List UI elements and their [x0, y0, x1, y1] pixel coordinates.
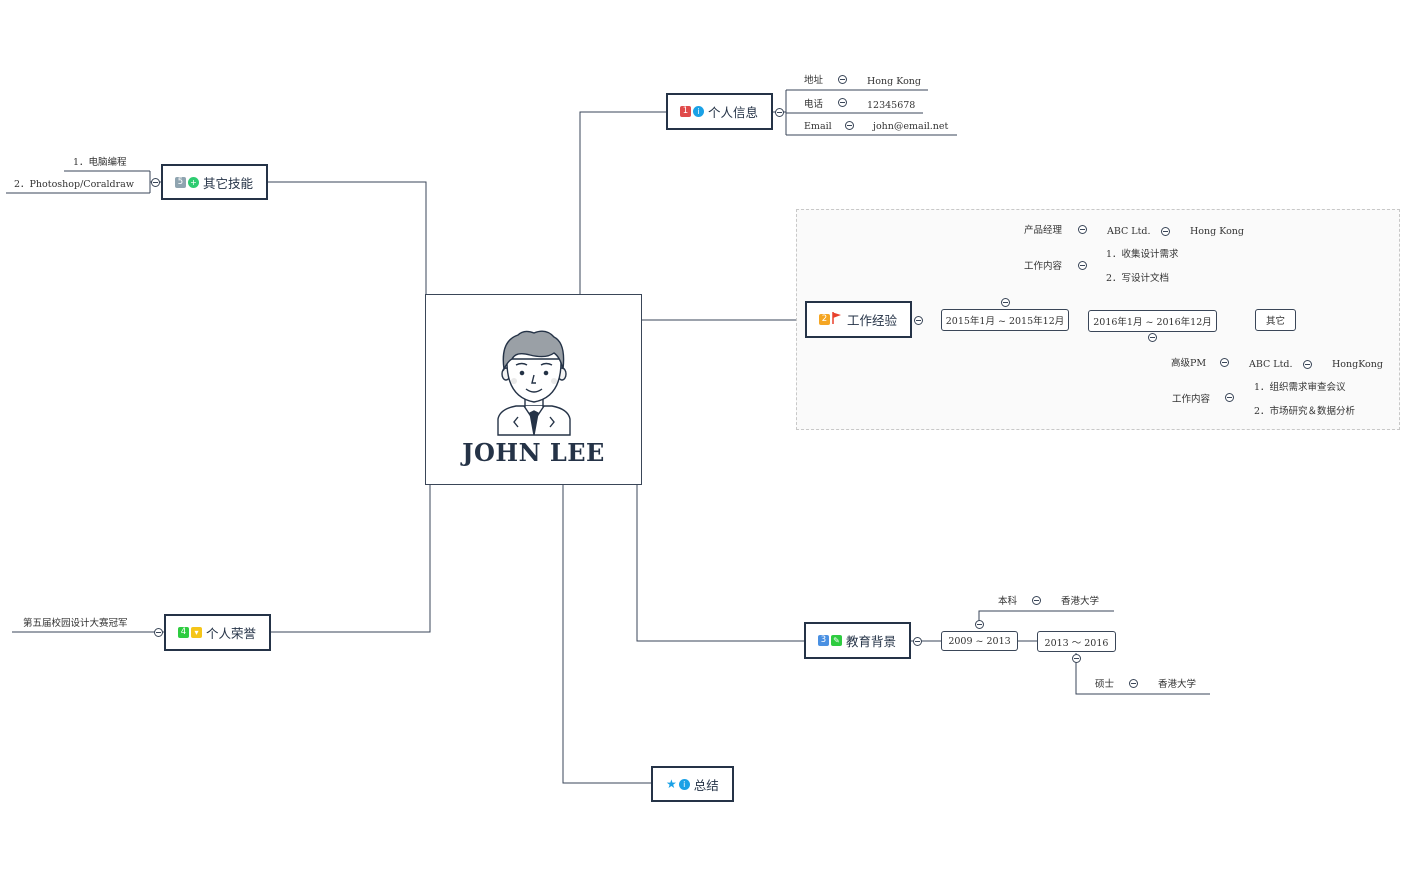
topic-personal-info[interactable]: 1 i 个人信息 — [666, 93, 773, 130]
topic-education-label: 教育背景 — [846, 634, 897, 649]
trophy-icon: ▾ — [191, 627, 202, 638]
degree1-label: 本科 — [998, 596, 1018, 607]
collapse-education[interactable] — [913, 637, 922, 646]
collapse-job1-company[interactable] — [1161, 227, 1170, 236]
topic-work-experience-label: 工作经验 — [847, 313, 898, 328]
collapse-job1-role[interactable] — [1078, 225, 1087, 234]
topic-personal-info-label: 个人信息 — [708, 105, 759, 120]
topic-honors[interactable]: 4 ▾ 个人荣誉 — [164, 614, 271, 651]
topic-summary-label: 总结 — [693, 777, 719, 793]
info-icon: i — [678, 778, 690, 790]
personal-info-email-label: Email — [804, 121, 832, 132]
work-period-2[interactable]: 2016年1月 ~ 2016年12月 — [1088, 310, 1217, 332]
degree2-label: 硕士 — [1095, 679, 1115, 690]
job2-company: ABC Ltd. — [1249, 359, 1293, 370]
personal-info-phone-label: 电话 — [804, 99, 824, 110]
topic-work-experience[interactable]: 2 工作经验 — [805, 301, 912, 338]
topic-other-skills-label: 其它技能 — [203, 175, 254, 191]
job1-item-1: 1．收集设计需求 — [1106, 249, 1179, 260]
collapse-personal-info[interactable] — [775, 108, 784, 117]
priority-2-badge: 2 — [819, 314, 830, 325]
personal-info-address-value: Hong Kong — [867, 76, 921, 87]
collapse-work-period-1[interactable] — [1001, 298, 1010, 307]
collapse-honors[interactable] — [154, 628, 163, 637]
collapse-address[interactable] — [838, 75, 847, 84]
work-other[interactable]: 其它 — [1255, 309, 1296, 331]
collapse-job2-company[interactable] — [1303, 360, 1312, 369]
personal-info-email-value: john@email.net — [873, 121, 949, 132]
collapse-work-experience[interactable] — [914, 316, 923, 325]
degree1-school: 香港大学 — [1061, 596, 1100, 607]
education-period-2[interactable]: 2013 ～ 2016 — [1037, 631, 1116, 652]
collapse-education-period-1[interactable] — [975, 620, 984, 629]
job2-role: 高级PM — [1171, 358, 1207, 369]
job2-location: HongKong — [1332, 359, 1383, 370]
priority-4-badge: 4 — [178, 627, 189, 638]
central-name: JOHN LEE — [462, 438, 605, 467]
plus-icon: + — [188, 176, 199, 188]
collapse-degree2[interactable] — [1129, 679, 1138, 688]
topic-summary[interactable]: ★ i 总结 — [651, 766, 734, 802]
job1-item-2: 2．写设计文档 — [1106, 273, 1170, 284]
pencil-icon: ✎ — [831, 635, 842, 646]
education-period-1[interactable]: 2009 ~ 2013 — [941, 631, 1018, 651]
collapse-job2-content[interactable] — [1225, 393, 1234, 402]
degree2-school: 香港大学 — [1158, 679, 1197, 690]
job1-location: Hong Kong — [1190, 226, 1244, 237]
topic-education[interactable]: 3 ✎ 教育背景 — [804, 622, 911, 659]
star-icon: ★ — [666, 777, 677, 791]
collapse-job2-role[interactable] — [1220, 358, 1229, 367]
honor-item: 第五届校园设计大赛冠军 — [23, 618, 128, 629]
flag-icon — [832, 312, 842, 327]
collapse-job1-content[interactable] — [1078, 261, 1087, 270]
job2-content-label: 工作内容 — [1172, 394, 1211, 405]
avatar — [497, 330, 571, 436]
collapse-work-period-2[interactable] — [1148, 333, 1157, 342]
topic-other-skills[interactable]: 5 + 其它技能 — [161, 164, 268, 200]
collapse-education-period-2[interactable] — [1072, 654, 1081, 663]
priority-1-badge: 1 — [680, 106, 691, 117]
priority-5-badge: 5 — [175, 176, 186, 188]
collapse-email[interactable] — [845, 121, 854, 130]
job1-content-label: 工作内容 — [1024, 261, 1063, 272]
personal-info-phone-value: 12345678 — [867, 100, 916, 111]
priority-3-badge: 3 — [818, 635, 829, 646]
skill-item-1: 1．电脑编程 — [73, 157, 127, 168]
collapse-degree1[interactable] — [1032, 596, 1041, 605]
topic-honors-label: 个人荣誉 — [206, 626, 257, 641]
central-topic[interactable]: JOHN LEE — [425, 294, 642, 485]
skill-item-2: 2．Photoshop/Coraldraw — [14, 179, 134, 190]
job2-item-1: 1．组织需求审查会议 — [1254, 382, 1346, 393]
personal-info-address-label: 地址 — [804, 75, 824, 86]
job2-item-2: 2．市场研究＆数据分析 — [1254, 406, 1356, 417]
collapse-phone[interactable] — [838, 98, 847, 107]
job1-role: 产品经理 — [1024, 225, 1063, 236]
work-period-1[interactable]: 2015年1月 ~ 2015年12月 — [941, 309, 1069, 331]
collapse-other-skills[interactable] — [151, 178, 160, 187]
info-icon: i — [693, 106, 704, 117]
job1-company: ABC Ltd. — [1107, 226, 1151, 237]
